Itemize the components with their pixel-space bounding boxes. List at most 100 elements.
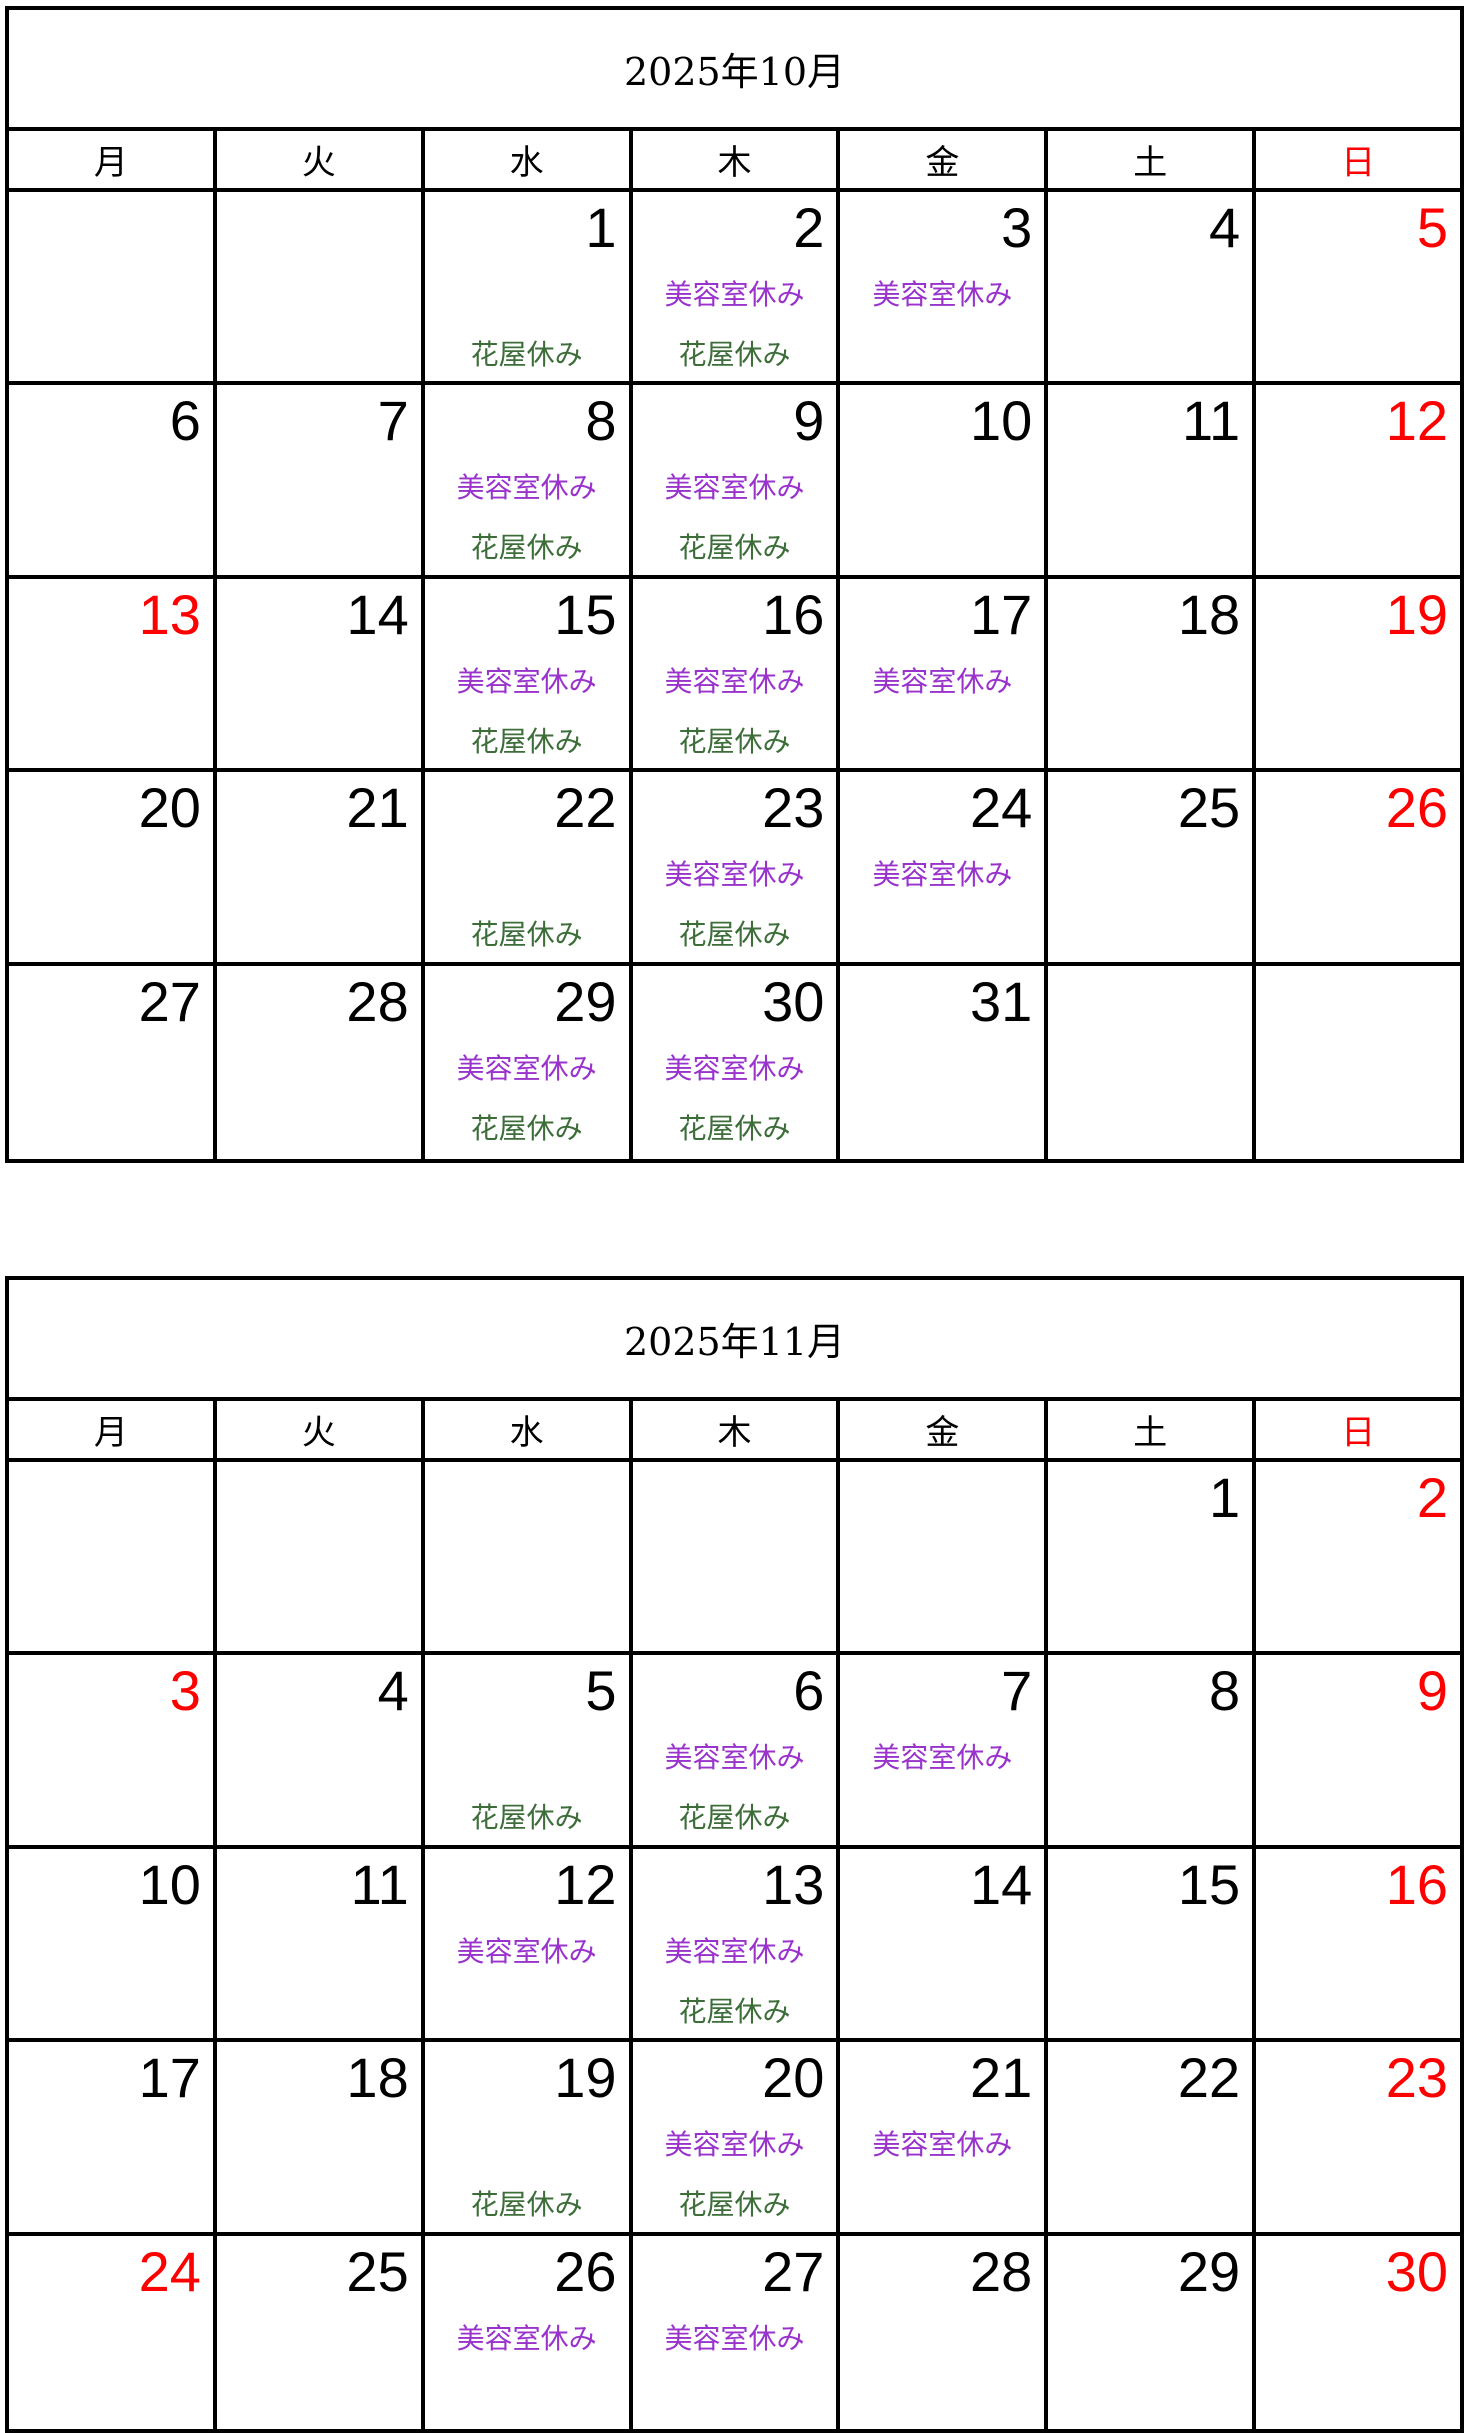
day-cell[interactable]: 17 bbox=[9, 2042, 217, 2232]
day-cell[interactable]: 20 bbox=[9, 772, 217, 962]
day-cell[interactable]: 11 bbox=[1048, 385, 1257, 575]
day-cell[interactable]: 1 bbox=[1048, 1462, 1257, 1652]
month-title: 2025年10月 bbox=[9, 10, 1460, 131]
weekday-header: 月 bbox=[9, 1401, 217, 1458]
flower-shop-closed-note: 花屋休み bbox=[678, 531, 791, 565]
day-cell[interactable]: 23 bbox=[1256, 2042, 1460, 2231]
day-cell[interactable]: 30 bbox=[1256, 2236, 1460, 2429]
weekday-header: 金 bbox=[840, 1401, 1049, 1458]
day-cell[interactable]: 4 bbox=[217, 1655, 425, 1845]
day-cell[interactable]: 14 bbox=[840, 1848, 1049, 2039]
day-cell[interactable]: 6 bbox=[9, 385, 217, 575]
day-cell[interactable]: 21 bbox=[217, 772, 425, 962]
day-cell[interactable]: 25 bbox=[1048, 772, 1257, 962]
day-number: 9 bbox=[1416, 1659, 1449, 1723]
day-number: 5 bbox=[585, 1659, 617, 1723]
day-cell[interactable]: 28 bbox=[840, 2235, 1049, 2429]
day-cell[interactable]: 10 bbox=[9, 1848, 217, 2039]
day-number: 1 bbox=[585, 196, 617, 259]
day-number: 19 bbox=[1385, 582, 1449, 646]
day-number: 7 bbox=[1001, 1659, 1033, 1723]
flower-shop-closed-note: 花屋休み bbox=[678, 2188, 791, 2222]
day-number: 6 bbox=[793, 1659, 825, 1723]
day-cell[interactable]: 15 bbox=[1048, 1848, 1257, 2039]
day-cell[interactable]: 2 bbox=[1256, 1462, 1460, 1651]
day-cell[interactable]: 19 bbox=[1256, 579, 1460, 768]
day-number: 12 bbox=[554, 1852, 617, 1916]
day-cell[interactable]: 18 bbox=[1048, 578, 1257, 769]
day-number: 9 bbox=[793, 389, 825, 453]
day-number: 16 bbox=[762, 582, 825, 646]
day-cell[interactable]: 24 bbox=[9, 2235, 217, 2429]
salon-closed-note: 美容室休み bbox=[456, 664, 597, 698]
flower-shop-closed-note: 花屋休み bbox=[678, 918, 791, 952]
empty-cell bbox=[1048, 965, 1257, 1159]
day-number: 6 bbox=[169, 389, 201, 453]
day-number: 3 bbox=[169, 1659, 201, 1723]
day-cell[interactable]: 25 bbox=[217, 2235, 425, 2429]
salon-closed-note: 美容室休み bbox=[872, 664, 1013, 698]
day-number: 2 bbox=[1416, 1466, 1449, 1529]
day-number: 11 bbox=[1182, 389, 1241, 453]
day-cell[interactable]: 7 bbox=[217, 385, 425, 575]
day-cell[interactable]: 9 bbox=[1256, 1655, 1460, 1844]
day-number: 28 bbox=[970, 2239, 1033, 2303]
day-cell[interactable]: 8 bbox=[1048, 1655, 1257, 1845]
day-cell[interactable]: 31 bbox=[840, 965, 1049, 1159]
day-number: 2 bbox=[793, 196, 825, 259]
day-cell[interactable]: 27 bbox=[9, 965, 217, 1159]
day-cell[interactable]: 4 bbox=[1048, 192, 1257, 382]
day-number: 25 bbox=[346, 2239, 409, 2303]
weekday-header: 火 bbox=[217, 1401, 425, 1458]
day-cell[interactable]: 13 bbox=[9, 578, 217, 769]
weekday-header: 金 bbox=[840, 131, 1049, 188]
weekday-header: 月 bbox=[9, 131, 217, 188]
salon-closed-note: 美容室休み bbox=[456, 2321, 597, 2355]
flower-shop-closed-note: 花屋休み bbox=[678, 1801, 791, 1835]
day-cell[interactable]: 12 bbox=[1256, 385, 1460, 574]
day-cell[interactable]: 28 bbox=[217, 965, 425, 1159]
day-number: 29 bbox=[554, 969, 617, 1033]
day-cell[interactable]: 22 bbox=[1048, 2042, 1257, 2232]
day-cell[interactable]: 29 bbox=[1048, 2235, 1257, 2429]
salon-closed-note: 美容室休み bbox=[456, 1051, 597, 1085]
day-cell[interactable]: 16 bbox=[1256, 1849, 1460, 2038]
day-cell[interactable]: 10 bbox=[840, 385, 1049, 575]
day-cell[interactable]: 14 bbox=[217, 578, 425, 769]
day-number: 10 bbox=[138, 1852, 201, 1916]
day-cell[interactable]: 5 bbox=[1256, 192, 1460, 381]
day-cell[interactable]: 18 bbox=[217, 2042, 425, 2232]
day-cell[interactable]: 3 bbox=[9, 1655, 217, 1845]
day-cell[interactable]: 11 bbox=[217, 1848, 425, 2039]
day-cell[interactable]: 26 bbox=[1256, 772, 1460, 961]
day-number: 8 bbox=[1209, 1659, 1241, 1723]
day-number: 15 bbox=[554, 582, 617, 646]
